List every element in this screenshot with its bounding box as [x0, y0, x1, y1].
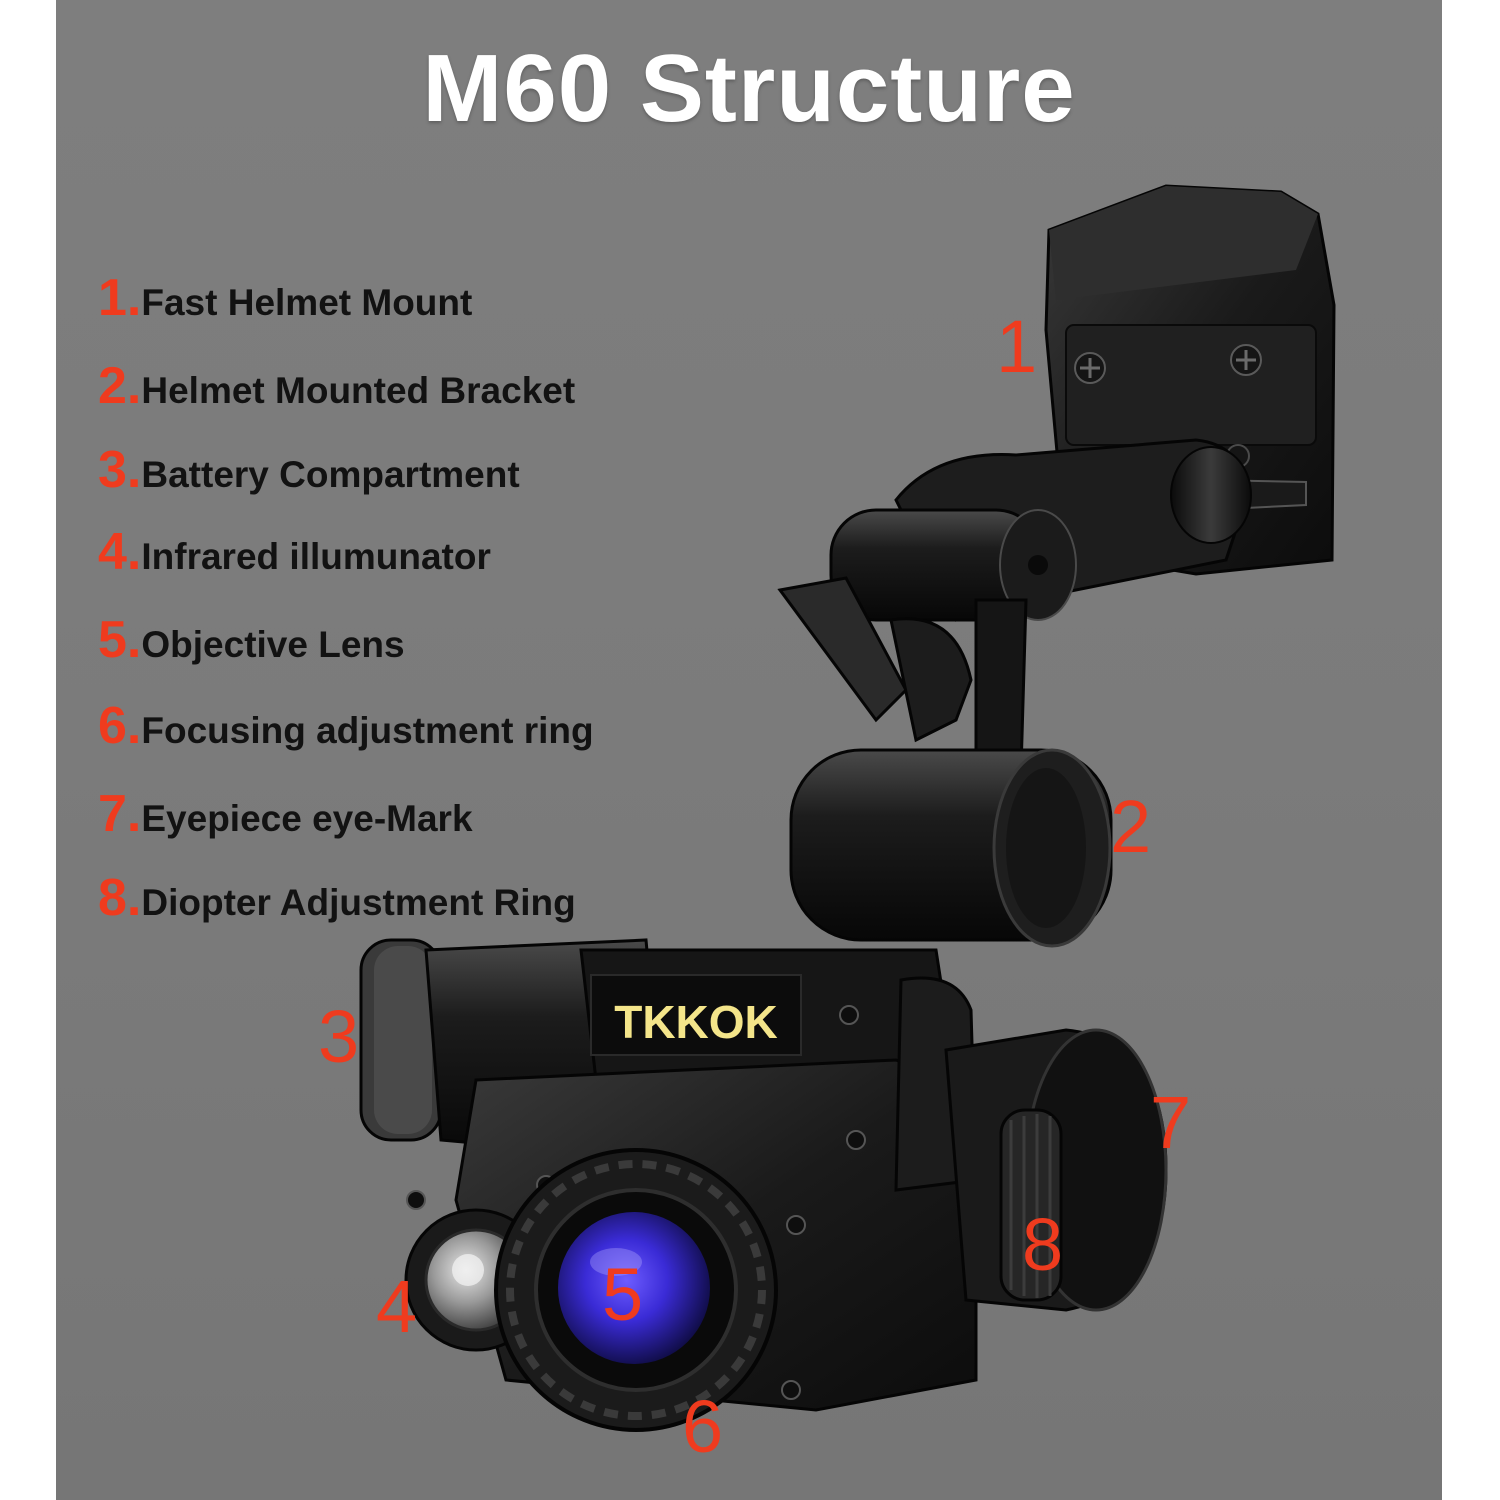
- legend-item: 4.Infrared illumunator: [98, 522, 491, 582]
- legend-item: 8.Diopter Adjustment Ring: [98, 868, 576, 928]
- legend-number: 1.: [98, 269, 142, 327]
- legend-number: 7.: [98, 785, 142, 843]
- legend-number: 3.: [98, 441, 142, 499]
- legend-label: Battery Compartment: [141, 454, 520, 495]
- callout-4: 4: [376, 1265, 418, 1348]
- legend-number: 4.: [98, 523, 142, 581]
- legend-label: Focusing adjustment ring: [141, 710, 594, 751]
- callout-6: 6: [682, 1385, 724, 1468]
- legend-item: 7.Eyepiece eye-Mark: [98, 784, 473, 844]
- callout-2: 2: [1110, 785, 1152, 868]
- legend-item: 5.Objective Lens: [98, 610, 405, 670]
- brand-logo: TKKOK: [614, 996, 778, 1048]
- callout-1: 1: [996, 305, 1038, 388]
- night-vision-device-illustration: TKKOK: [359, 184, 1336, 1432]
- legend-number: 5.: [98, 611, 142, 669]
- legend-item: 6.Focusing adjustment ring: [98, 696, 594, 756]
- legend-item: 3.Battery Compartment: [98, 440, 520, 500]
- legend-label: Objective Lens: [141, 624, 405, 665]
- page-title: M60 Structure: [422, 35, 1076, 142]
- callout-5: 5: [602, 1253, 644, 1336]
- legend-label: Eyepiece eye-Mark: [141, 798, 473, 839]
- legend-label: Fast Helmet Mount: [141, 282, 473, 323]
- legend-item: 1.Fast Helmet Mount: [98, 268, 472, 328]
- legend-item: 2.Helmet Mounted Bracket: [98, 356, 575, 416]
- legend-number: 2.: [98, 357, 142, 415]
- callout-8: 8: [1022, 1203, 1064, 1286]
- helmet-bracket: [777, 438, 1252, 948]
- legend-label: Diopter Adjustment Ring: [141, 882, 576, 923]
- callout-7: 7: [1150, 1081, 1192, 1164]
- callout-3: 3: [318, 995, 360, 1078]
- legend-label: Helmet Mounted Bracket: [141, 370, 576, 411]
- legend-number: 8.: [98, 869, 142, 927]
- legend-number: 6.: [98, 697, 142, 755]
- legend-label: Infrared illumunator: [141, 536, 491, 577]
- objective-lens: [494, 1148, 778, 1432]
- product-panel: M60 Structure 1.Fast Helmet Mount 2.Helm…: [56, 0, 1442, 1500]
